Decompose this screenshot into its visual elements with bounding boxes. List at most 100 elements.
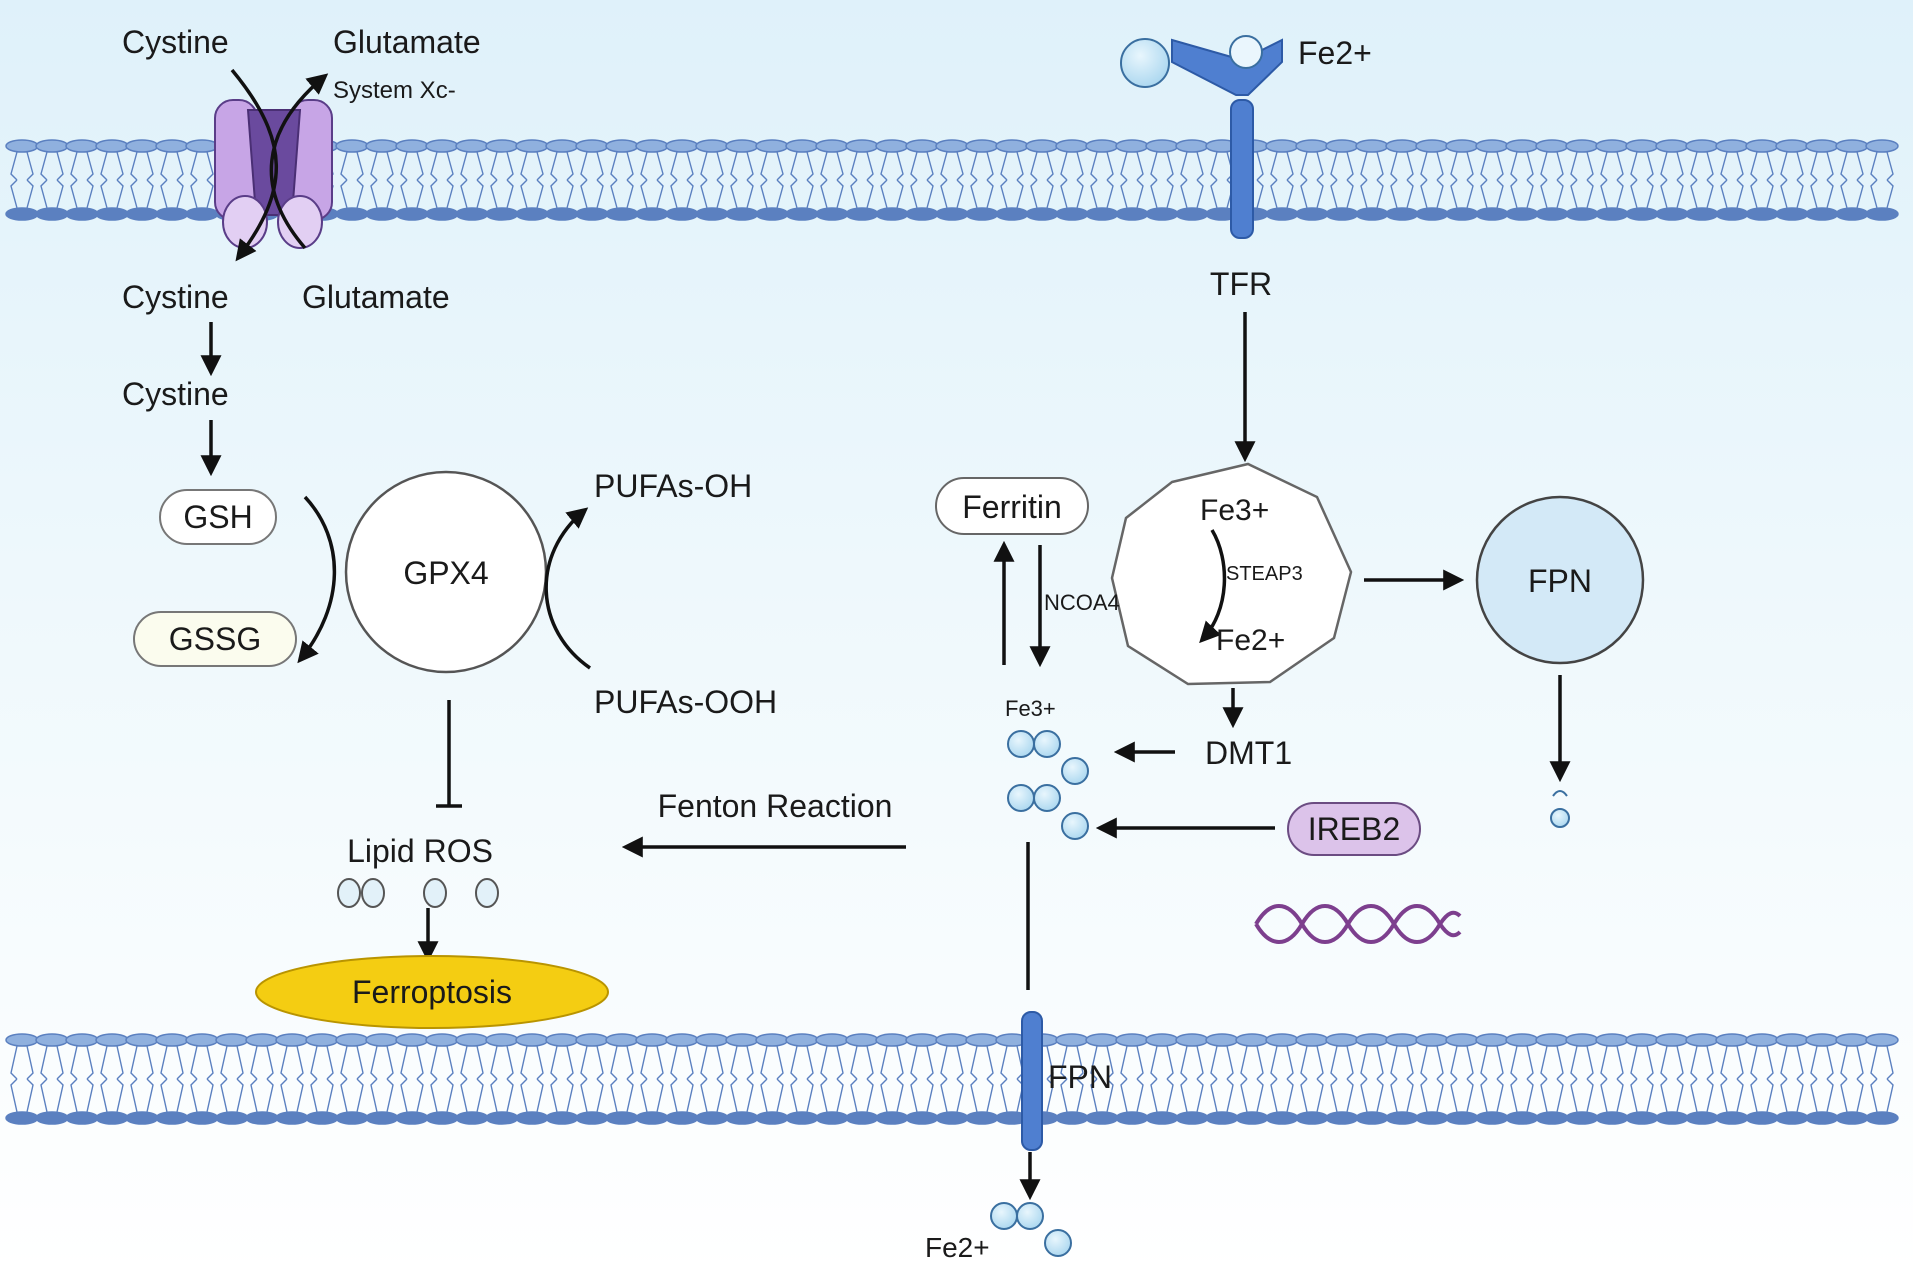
lipid-tail xyxy=(610,151,634,209)
lipid-tail xyxy=(70,151,94,209)
lipid-tail xyxy=(1060,1045,1084,1113)
fpn-released-iron-ion-icon xyxy=(1550,808,1570,828)
lipid-head xyxy=(845,1033,879,1047)
lipid-head xyxy=(1085,1111,1119,1125)
lipid-head xyxy=(545,139,579,153)
lipid-head xyxy=(1325,1111,1359,1125)
lipid-head xyxy=(1625,1111,1659,1125)
ireb2-label: IREB2 xyxy=(1308,811,1400,847)
lipid-head xyxy=(815,139,849,153)
cystine-extracellular-label: Cystine xyxy=(122,24,229,60)
lipid-tail xyxy=(1480,151,1504,209)
lipid-tail xyxy=(190,1045,214,1113)
lipid-head xyxy=(545,1033,579,1047)
lipid-head xyxy=(455,1033,489,1047)
lipid-head xyxy=(875,207,909,221)
ireb2-box xyxy=(1287,802,1421,856)
lipid-head xyxy=(455,1111,489,1125)
lipid-tail xyxy=(670,1045,694,1113)
lipid-head xyxy=(1415,1111,1449,1125)
endosome-fe2-label: Fe2+ xyxy=(1216,624,1285,657)
lipid-head xyxy=(1595,139,1629,153)
lipid-head xyxy=(335,207,369,221)
lipid-head xyxy=(515,1111,549,1125)
lipid-head xyxy=(95,1111,129,1125)
lipid-head xyxy=(485,207,519,221)
lipid-tail xyxy=(1240,1045,1264,1113)
lipid-tail xyxy=(70,1045,94,1113)
lipid-tail xyxy=(490,1045,514,1113)
lipid-head xyxy=(365,207,399,221)
lipid-head xyxy=(485,1033,519,1047)
lipid-head xyxy=(1775,139,1809,153)
lipid-head xyxy=(5,139,39,153)
lipid-head xyxy=(245,1033,279,1047)
lipid-head xyxy=(335,139,369,153)
lipid-head xyxy=(95,207,129,221)
lipid-tail xyxy=(1570,1045,1594,1113)
lipid-head xyxy=(695,1111,729,1125)
lipid-tail xyxy=(760,1045,784,1113)
lipid-head xyxy=(275,1111,309,1125)
lipid-tail xyxy=(1120,151,1144,209)
lipid-tail xyxy=(160,151,184,209)
lipid-tail xyxy=(880,151,904,209)
lipid-tail xyxy=(1540,151,1564,209)
lipid-head xyxy=(1205,1111,1239,1125)
lipid-head xyxy=(1805,1033,1839,1047)
lipid-tail xyxy=(1870,1045,1894,1113)
lipid-tail xyxy=(1450,1045,1474,1113)
lipid-head xyxy=(875,1033,909,1047)
lipid-head xyxy=(425,1033,459,1047)
lipid-head xyxy=(515,207,549,221)
iron-pool-fe3-label: Fe3+ xyxy=(1005,696,1056,721)
lipid-head xyxy=(635,1033,669,1047)
lipid-head xyxy=(1505,207,1539,221)
lipid-head xyxy=(935,207,969,221)
lipid-head xyxy=(215,1111,249,1125)
lipid-head xyxy=(695,1033,729,1047)
lipid-head xyxy=(1835,207,1869,221)
lipid-head xyxy=(65,207,99,221)
lipid-tail xyxy=(1660,151,1684,209)
lipid-head xyxy=(1625,1033,1659,1047)
lipid-head xyxy=(905,139,939,153)
lipid-head xyxy=(1055,139,1089,153)
lipid-tail xyxy=(520,151,544,209)
lipid-tail xyxy=(280,1045,304,1113)
lipid-head xyxy=(1175,207,1209,221)
lipid-head xyxy=(1415,207,1449,221)
lipid-head xyxy=(1475,1111,1509,1125)
lipid-head xyxy=(125,207,159,221)
lipid-tail xyxy=(40,1045,64,1113)
lipid-head xyxy=(1355,1111,1389,1125)
lipid-tail xyxy=(1720,151,1744,209)
lipid-head xyxy=(1265,1033,1299,1047)
lipid-head xyxy=(245,1111,279,1125)
endosome-fe3-label: Fe3+ xyxy=(1200,494,1269,527)
lipid-head xyxy=(545,207,579,221)
lipid-head xyxy=(755,1033,789,1047)
lipid-tail xyxy=(700,151,724,209)
lipid-head xyxy=(665,207,699,221)
lipid-head xyxy=(725,1033,759,1047)
lipid-tail xyxy=(130,151,154,209)
lipid-tail xyxy=(1330,1045,1354,1113)
lipid-tail xyxy=(520,1045,544,1113)
cystine-import-arrow xyxy=(230,68,278,262)
endosome-octagon xyxy=(1110,462,1353,686)
lipid-head xyxy=(215,1033,249,1047)
lipid-tail xyxy=(730,1045,754,1113)
lipid-tail xyxy=(1060,151,1084,209)
lipid-head xyxy=(935,1033,969,1047)
lipid-head xyxy=(725,139,759,153)
lipid-head xyxy=(1505,139,1539,153)
lipid-head xyxy=(1085,139,1119,153)
lipid-tail xyxy=(220,1045,244,1113)
lipid-head xyxy=(695,207,729,221)
lipid-head xyxy=(1745,139,1779,153)
lipid-head xyxy=(965,139,999,153)
lipid-tail xyxy=(970,1045,994,1113)
lipid-head xyxy=(1595,207,1629,221)
lipid-tail xyxy=(580,1045,604,1113)
